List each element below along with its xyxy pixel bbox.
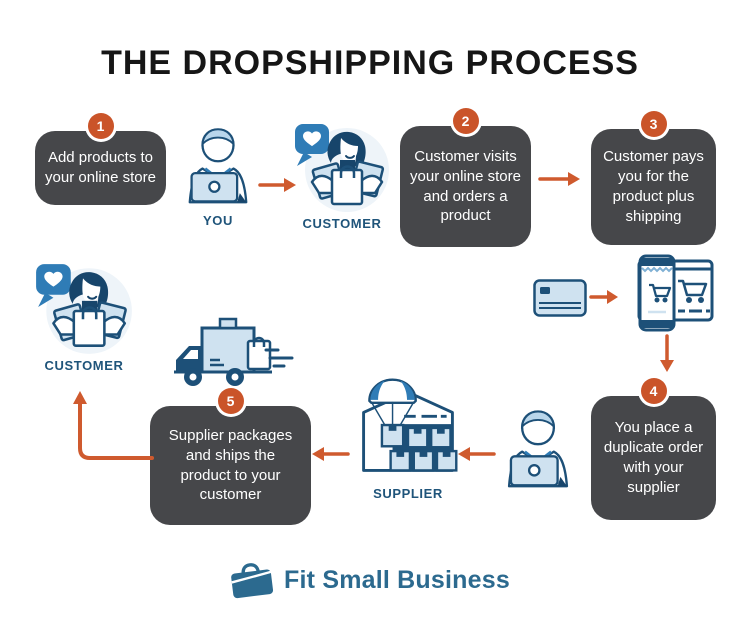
step-4-text: You place a duplicate order with your su… — [603, 419, 704, 496]
step-5-number-badge: 5 — [217, 388, 244, 414]
step-2-text: Customer visits your online store and or… — [410, 147, 521, 225]
step-1-box: 1 Add products to your online store — [35, 113, 166, 205]
phone-and-browser-cart-icon — [612, 254, 716, 332]
customer-bottom-label: CUSTOMER — [44, 358, 124, 373]
customer-shopping-bags-icon — [290, 116, 394, 220]
arrow-card-to-checkout-icon — [589, 289, 619, 305]
step-2-box: 2 Customer visits your online store and … — [400, 108, 531, 247]
step-4-number-badge: 4 — [640, 378, 667, 404]
step-2-number-badge: 2 — [452, 108, 479, 134]
credit-card-icon — [533, 278, 587, 318]
step-1-text: Add products to your online store — [45, 149, 156, 186]
person-laptop-icon — [177, 120, 259, 208]
arrow-step2-to-step3-icon — [538, 170, 582, 188]
step-4-box: 4 You place a duplicate order with your … — [591, 378, 716, 520]
arrow-step5-to-customer-icon — [60, 388, 155, 470]
arrow-you-to-customer-icon — [258, 176, 298, 194]
warehouse-parachute-icon — [350, 370, 466, 482]
delivery-truck-icon — [168, 316, 294, 392]
page-title: THE DROPSHIPPING PROCESS — [101, 44, 639, 82]
brand-footer: Fit Small Business — [0, 560, 740, 600]
customer-receives-package-icon — [28, 256, 140, 362]
step-3-text: Customer pays you for the product plus s… — [603, 148, 704, 225]
briefcase-icon — [230, 560, 274, 600]
person-laptop-supplier-order-icon — [496, 402, 580, 492]
step-3-box: 3 Customer pays you for the product plus… — [591, 111, 716, 245]
supplier-label: SUPPLIER — [373, 486, 443, 501]
step-3-number-badge: 3 — [640, 111, 667, 137]
arrow-you-to-supplier-icon — [456, 445, 496, 463]
arrow-supplier-to-step5-icon — [310, 445, 350, 463]
step-1-number-badge: 1 — [87, 113, 114, 139]
step-5-text: Supplier packages and ships the product … — [168, 426, 293, 504]
step-5-box: 5 Supplier packages and ships the produc… — [150, 388, 311, 525]
you-label: YOU — [203, 213, 233, 228]
arrow-checkout-to-step4-icon — [658, 334, 676, 374]
brand-name: Fit Small Business — [284, 565, 510, 594]
customer-top-label: CUSTOMER — [302, 216, 382, 231]
